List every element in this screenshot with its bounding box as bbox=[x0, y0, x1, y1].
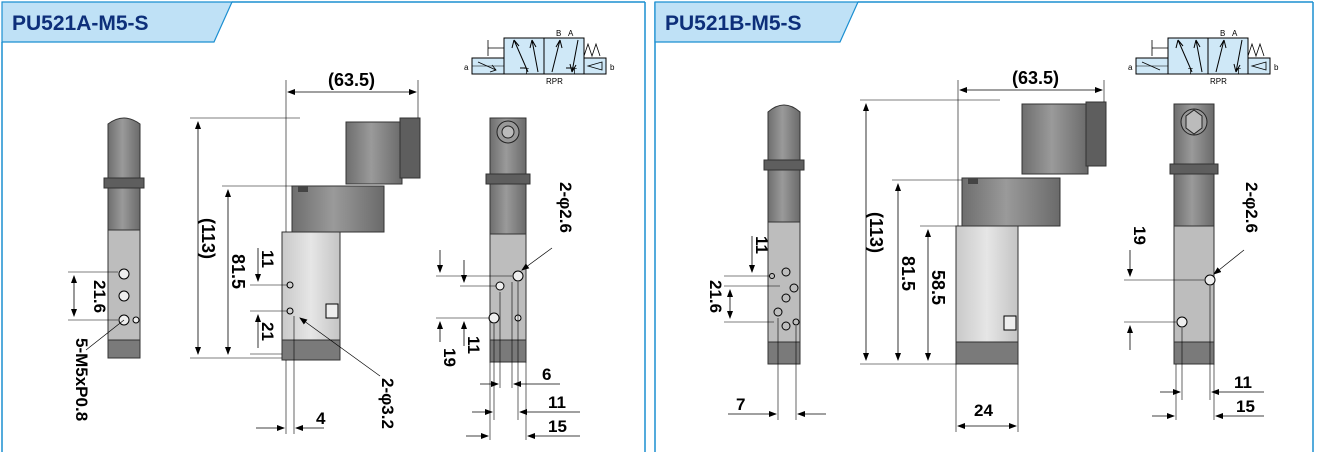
port-b-label: b bbox=[610, 63, 615, 72]
dim-113: (113) bbox=[198, 218, 218, 259]
left-view-side-narrow: 21.6 5-M5xP0.8 bbox=[68, 117, 145, 421]
dim-6: 6 bbox=[542, 365, 551, 384]
dim-19: 19 bbox=[1130, 226, 1149, 245]
port-T2-label: T bbox=[572, 67, 577, 76]
port-a-label: a bbox=[1128, 63, 1133, 72]
port-T1-label: T bbox=[524, 67, 529, 76]
right-view-front: (63.5) (113) 81.5 58.5 24 bbox=[860, 68, 1107, 432]
dim-7: 7 bbox=[736, 395, 745, 414]
right-panel-title: PU521B-M5-S bbox=[665, 12, 802, 35]
port-A-label: A bbox=[1232, 29, 1238, 38]
valve-symbol-right: a b B A T T RPR bbox=[1128, 29, 1279, 86]
dim-11-front: 11 bbox=[258, 250, 277, 268]
dim-15: 15 bbox=[1236, 397, 1255, 416]
left-view-front: (63.5) (113) 81.5 11 21 4 2-φ3.2 bbox=[190, 70, 421, 434]
dim-hole-side: 2-φ2.6 bbox=[556, 182, 575, 233]
dim-63-5: (63.5) bbox=[328, 70, 375, 90]
dim-113: (113) bbox=[866, 212, 886, 253]
port-B-label: B bbox=[1220, 29, 1225, 38]
port-b-label: b bbox=[1274, 63, 1279, 72]
dim-11: 11 bbox=[752, 236, 771, 254]
left-panel-frame bbox=[1, 1, 646, 452]
port-T1-label: T bbox=[1188, 67, 1193, 76]
dim-21-front: 21 bbox=[258, 322, 277, 341]
dim-24: 24 bbox=[974, 401, 993, 420]
dim-15: 15 bbox=[548, 417, 567, 436]
dim-21-6: 21.6 bbox=[706, 280, 725, 313]
right-view-side-fitting: 19 2-φ2.6 11 15 bbox=[1124, 103, 1264, 420]
dim-63-5: (63.5) bbox=[1012, 68, 1059, 88]
right-view-side-narrow: 11 21.6 7 bbox=[706, 104, 826, 420]
port-T2-label: T bbox=[1236, 67, 1241, 76]
valve-symbol-left: a b B A T T RPR bbox=[464, 29, 615, 86]
dim-19: 19 bbox=[440, 348, 459, 367]
right-panel-frame bbox=[654, 1, 1314, 452]
dim-58-5: 58.5 bbox=[928, 270, 948, 305]
dim-11-side: 11 bbox=[464, 336, 483, 354]
ports-bottom-label: RPR bbox=[546, 77, 563, 86]
left-panel-title: PU521A-M5-S bbox=[12, 12, 149, 35]
port-B-label: B bbox=[556, 29, 561, 38]
left-view-side-fitting: 19 11 2-φ2.6 6 11 15 bbox=[436, 117, 580, 440]
dim-81-5: 81.5 bbox=[898, 256, 918, 291]
dim-4: 4 bbox=[316, 409, 326, 428]
dim-11-bottom: 11 bbox=[1234, 373, 1252, 392]
dim-hole-front: 2-φ3.2 bbox=[378, 378, 397, 429]
dim-81-5: 81.5 bbox=[228, 254, 248, 289]
dim-thread: 5-M5xP0.8 bbox=[72, 338, 91, 421]
dim-21-6: 21.6 bbox=[90, 280, 109, 313]
port-A-label: A bbox=[568, 29, 574, 38]
ports-bottom-label: RPR bbox=[1210, 77, 1227, 86]
dim-11-bottom: 11 bbox=[548, 393, 566, 412]
port-a-label: a bbox=[464, 63, 469, 72]
dim-hole-side: 2-φ2.6 bbox=[1242, 182, 1261, 233]
